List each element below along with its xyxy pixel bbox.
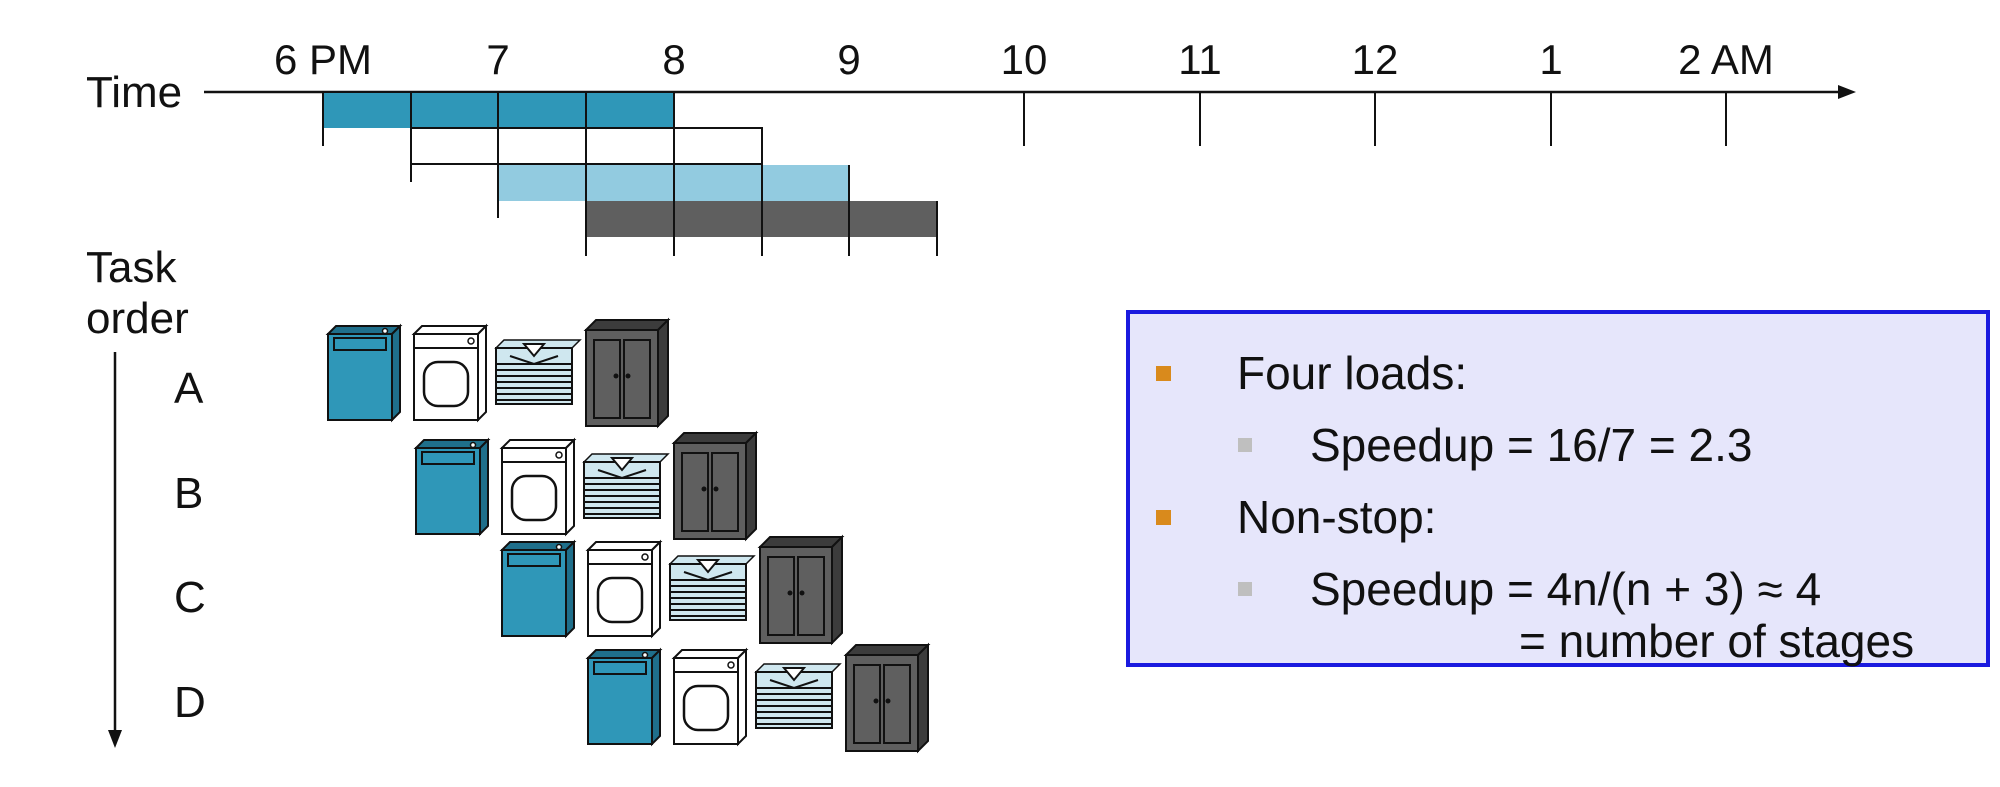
non-stop-label: Non-stop:: [1237, 491, 1437, 543]
task-row-c: [501, 536, 843, 644]
task-axis-arrow: [108, 730, 122, 748]
folding-icon: [495, 339, 581, 405]
folding-icon: [583, 453, 669, 519]
speedup-info-box: Four loads: Speedup = 16/7 = 2.3 Non-sto…: [1126, 310, 1990, 667]
bullet-square-icon: [1156, 509, 1171, 525]
tick-label-8: 8: [662, 36, 685, 83]
time-axis-arrow: [1838, 85, 1856, 99]
task-order-label-line2: order: [86, 294, 189, 343]
washer-icon: [501, 541, 575, 637]
non-stop-speedup-continuation: = number of stages: [1519, 614, 1914, 668]
tick-label-1: 1: [1539, 36, 1562, 83]
tick-label-12: 12: [1352, 36, 1399, 83]
four-loads-speedup-text: Speedup = 16/7 = 2.3: [1310, 419, 1753, 471]
washer-icon: [415, 439, 489, 535]
sub-bullet-non-stop-speedup: Speedup = 4n/(n + 3) ≈ 4: [1238, 562, 1821, 616]
bullet-four-loads: Four loads:: [1156, 346, 1467, 400]
task-label-d: D: [174, 678, 206, 727]
task-row-a: [327, 319, 669, 427]
washer-icon: [327, 325, 401, 421]
closet-icon: [759, 536, 843, 644]
dryer-icon: [412, 324, 488, 422]
dryer-icon: [672, 648, 748, 746]
folding-icon: [755, 663, 841, 729]
closet-icon: [673, 432, 757, 540]
non-stop-speedup-text: Speedup = 4n/(n + 3) ≈ 4: [1310, 563, 1822, 615]
dryer-icon: [586, 540, 662, 638]
sub-bullet-square-icon: [1238, 438, 1252, 452]
folding-icon: [669, 555, 755, 621]
task-label-c: C: [174, 573, 206, 622]
washer-icon: [587, 649, 661, 745]
four-loads-label: Four loads:: [1237, 347, 1468, 399]
tick-label-6pm: 6 PM: [274, 36, 372, 83]
tick-label-9: 9: [837, 36, 860, 83]
task-label-a: A: [174, 364, 204, 413]
time-axis-label: Time: [86, 68, 182, 117]
closet-icon: [845, 644, 929, 752]
time-axis-ticks: 6 PM 7 8 9 10 11 12 1 2 AM: [274, 36, 1774, 83]
tick-label-2am: 2 AM: [1678, 36, 1774, 83]
bullet-non-stop: Non-stop:: [1156, 490, 1436, 544]
tick-label-10: 10: [1001, 36, 1048, 83]
closet-icon: [585, 319, 669, 427]
task-row-b: [415, 432, 757, 540]
dryer-icon: [500, 438, 576, 536]
sub-bullet-square-icon: [1238, 582, 1252, 596]
stage-bars: [322, 93, 1727, 256]
tick-label-7: 7: [486, 36, 509, 83]
task-row-d: [587, 644, 929, 752]
number-of-stages-text: = number of stages: [1519, 615, 1915, 667]
bullet-square-icon: [1156, 365, 1171, 381]
tick-label-11: 11: [1178, 36, 1222, 83]
sub-bullet-four-loads-speedup: Speedup = 16/7 = 2.3: [1238, 418, 1753, 472]
task-order-label-line1: Task: [86, 243, 177, 292]
task-label-b: B: [174, 469, 203, 518]
